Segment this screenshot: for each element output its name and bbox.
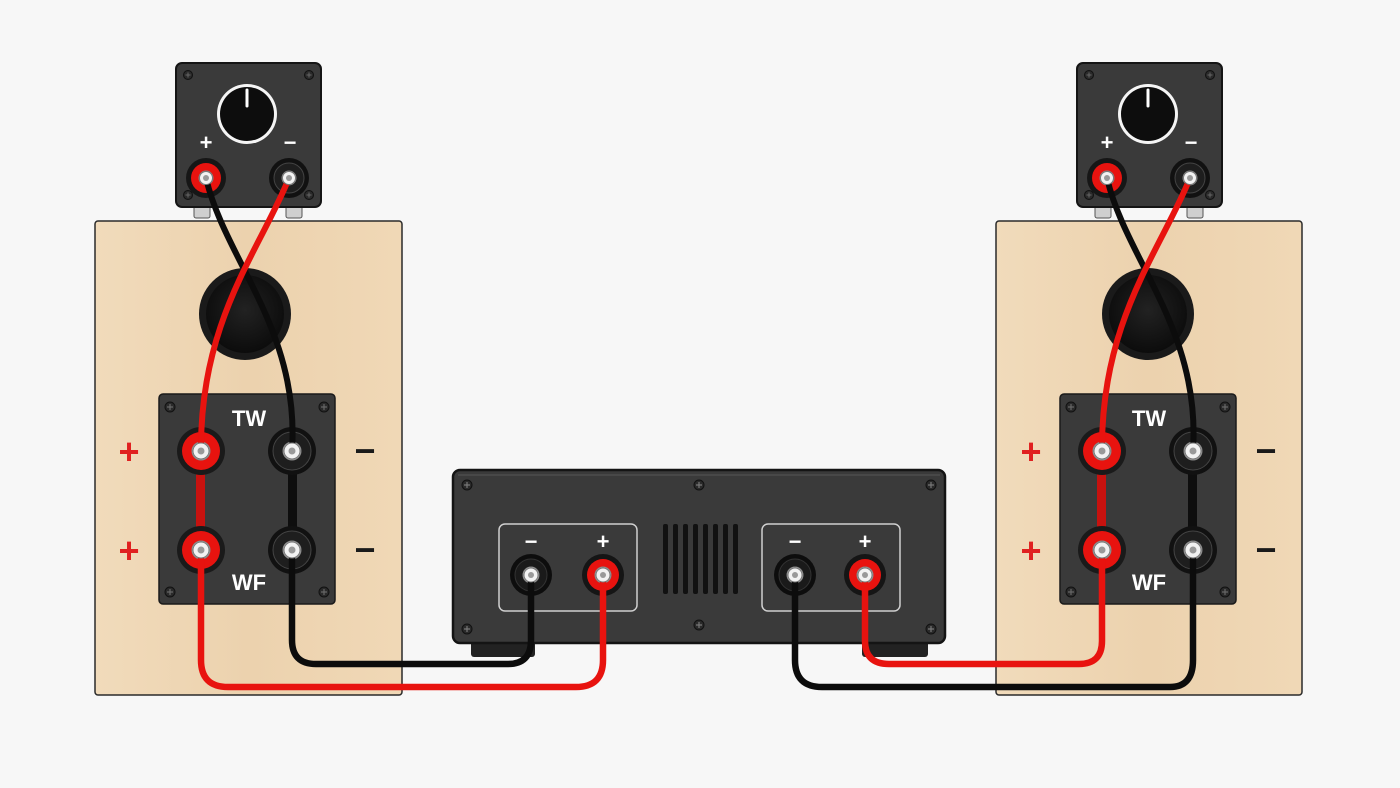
screw-icon [925, 479, 937, 491]
screw-icon [318, 586, 330, 598]
cap-icon [282, 171, 296, 185]
screw-icon [164, 401, 176, 413]
left-tw-plus-sign: + [118, 431, 139, 472]
terminal-caps [192, 171, 1202, 583]
cap-icon [283, 442, 301, 460]
screw-icon [1219, 401, 1231, 413]
right-woofer-port [1102, 268, 1194, 360]
amp-vent-grille [663, 524, 738, 594]
left-tweeter-module: + − [175, 62, 322, 219]
cap-icon [1093, 541, 1111, 559]
amp-left-minus-label: − [525, 529, 538, 554]
right-terminal-plate: TW WF [1059, 393, 1237, 605]
left-terminal-plate: TW WF [158, 393, 336, 605]
right-tw-minus-sign: − [1255, 430, 1276, 471]
screw-icon [925, 623, 937, 635]
left-tweeter-negative-wire [203, 175, 296, 454]
screw-icon [1205, 190, 1215, 200]
screw-icon [693, 619, 705, 631]
left-positive-speaker-wire [197, 546, 607, 691]
right-tw-plus-sign: + [1020, 431, 1041, 472]
screw-icon [1219, 586, 1231, 598]
left-level-knob[interactable] [217, 84, 277, 144]
cap-icon [857, 567, 873, 583]
left-woofer-port [199, 268, 291, 360]
screw-icon [304, 190, 314, 200]
right-negative-jumper [1188, 452, 1197, 550]
right-tw-label: TW [1132, 406, 1166, 431]
right-wf-plus-sign: + [1020, 530, 1041, 571]
left-speaker: TW WF + + − − [94, 220, 403, 696]
amp-right-plus-label: + [859, 529, 872, 554]
screw-icon [461, 479, 473, 491]
amplifier: − + − + [451, 468, 947, 657]
cap-icon [1183, 171, 1197, 185]
left-negative-speaker-wire [288, 546, 535, 668]
cap-icon [192, 442, 210, 460]
right-tweeter-positive-wire [1098, 175, 1193, 454]
left-tweeter-minus: − [284, 130, 297, 155]
cap-icon [283, 541, 301, 559]
screw-icon [461, 623, 473, 635]
screw-icon [1065, 586, 1077, 598]
left-negative-jumper [288, 452, 297, 550]
screw-icon [183, 70, 193, 80]
screw-icon [164, 586, 176, 598]
right-negative-speaker-wire [791, 546, 1197, 691]
cap-icon [1184, 442, 1202, 460]
right-tweeter-minus: − [1185, 130, 1198, 155]
left-tweeter-plus: + [200, 130, 213, 155]
cap-icon [787, 567, 803, 583]
wires [197, 175, 1197, 691]
right-wf-label: WF [1132, 570, 1166, 595]
cap-icon [523, 567, 539, 583]
screw-icon [304, 70, 314, 80]
right-positive-speaker-wire [861, 546, 1106, 668]
left-positive-jumper [196, 452, 205, 550]
cap-icon [1184, 541, 1202, 559]
cap-icon [1093, 442, 1111, 460]
cap-icon [199, 171, 213, 185]
left-tw-minus-sign: − [354, 430, 375, 471]
left-wf-minus-sign: − [354, 529, 375, 570]
amp-right-minus-label: − [789, 529, 802, 554]
right-wf-minus-sign: − [1255, 529, 1276, 570]
left-tw-label: TW [232, 406, 266, 431]
right-positive-jumper [1097, 452, 1106, 550]
cap-icon [595, 567, 611, 583]
right-speaker: TW WF + + − − [995, 220, 1303, 696]
right-level-knob[interactable] [1118, 84, 1178, 144]
screw-icon [1084, 190, 1094, 200]
cap-icon [1100, 171, 1114, 185]
left-wf-label: WF [232, 570, 266, 595]
right-tweeter-module: + − [1076, 62, 1223, 219]
cap-icon [192, 541, 210, 559]
amp-body [451, 468, 947, 645]
screw-icon [1065, 401, 1077, 413]
left-tweeter-positive-wire [197, 175, 292, 454]
screw-icon [1084, 70, 1094, 80]
screw-icon [183, 190, 193, 200]
screw-icon [318, 401, 330, 413]
screw-icon [693, 479, 705, 491]
left-wf-plus-sign: + [118, 530, 139, 571]
right-tweeter-plus: + [1101, 130, 1114, 155]
screw-icon [1205, 70, 1215, 80]
right-tweeter-negative-wire [1104, 175, 1197, 454]
amp-left-plus-label: + [597, 529, 610, 554]
